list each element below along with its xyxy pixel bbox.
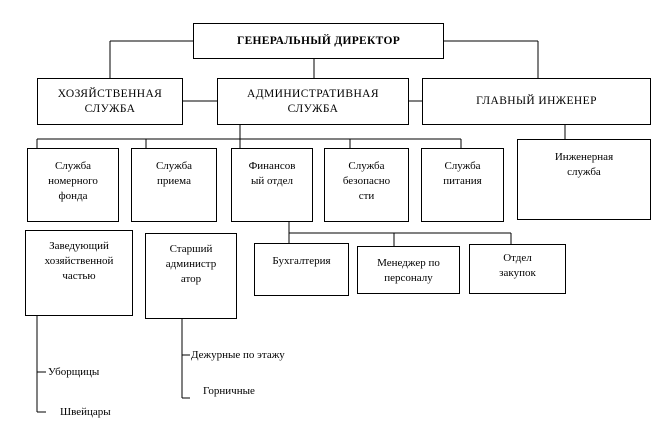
procurement-department-box: Отдел закупок <box>469 244 566 294</box>
administrative-service-box: АДМИНИСТРАТИВНАЯ СЛУЖБА <box>217 78 409 125</box>
engineering-service-box: Инженерная служба <box>517 139 651 220</box>
maids-label: Горничные <box>203 385 255 397</box>
housekeeping-head-label: Заведующий хозяйственной частью <box>44 240 114 282</box>
ceo-box: ГЕНЕРАЛЬНЫЙ ДИРЕКТОР <box>193 23 444 59</box>
accounting-box: Бухгалтерия <box>254 243 349 296</box>
accounting-label: Бухгалтерия <box>272 255 331 267</box>
finance-department-box: Финансов ый отдел <box>231 148 313 222</box>
security-service-label: Служба безопасно сти <box>342 160 391 202</box>
senior-administrator-label: Старший администр атор <box>165 243 217 285</box>
housekeeping-head-box: Заведующий хозяйственной частью <box>25 230 133 316</box>
room-fund-service-label: Служба номерного фонда <box>48 160 98 202</box>
reception-service-box: Служба приема <box>131 148 217 222</box>
hr-manager-box: Менеджер по персоналу <box>357 246 460 294</box>
doormen-label: Швейцары <box>60 406 111 418</box>
ceo-label: ГЕНЕРАЛЬНЫЙ ДИРЕКТОР <box>236 34 401 47</box>
reception-service-label: Служба приема <box>155 160 193 187</box>
hr-manager-label: Менеджер по персоналу <box>377 257 440 284</box>
chief-engineer-label: ГЛАВНЫЙ ИНЖЕНЕР <box>476 95 597 107</box>
room-fund-service-box: Служба номерного фонда <box>27 148 119 222</box>
catering-service-box: Служба питания <box>421 148 504 222</box>
administrative-service-label: АДМИНИСТРАТИВНАЯ СЛУЖБА <box>247 87 379 115</box>
household-service-label: ХОЗЯЙСТВЕННАЯ СЛУЖБА <box>57 87 163 115</box>
finance-department-label: Финансов ый отдел <box>248 160 296 187</box>
security-service-box: Служба безопасно сти <box>324 148 409 222</box>
household-service-box: ХОЗЯЙСТВЕННАЯ СЛУЖБА <box>37 78 183 125</box>
cleaners-label: Уборщицы <box>48 366 100 378</box>
floor-duty-label: Дежурные по этажу <box>191 349 285 361</box>
chief-engineer-box: ГЛАВНЫЙ ИНЖЕНЕР <box>422 78 651 125</box>
senior-administrator-box: Старший администр атор <box>145 233 237 319</box>
engineering-service-label: Инженерная служба <box>554 151 614 178</box>
procurement-department-label: Отдел закупок <box>499 252 536 279</box>
catering-service-label: Служба питания <box>443 160 482 187</box>
